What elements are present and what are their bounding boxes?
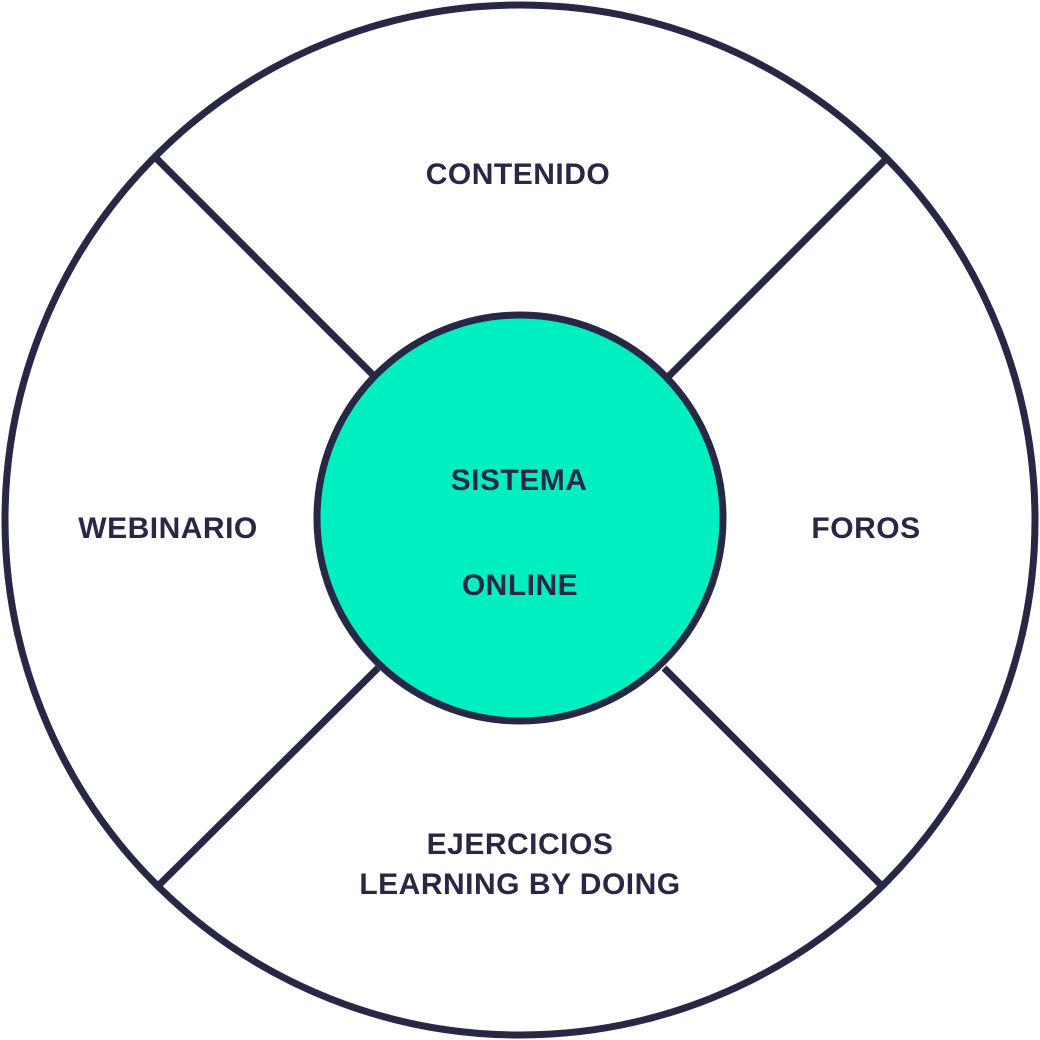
segment-label-bottom-line1: EJERCICIOS	[427, 828, 614, 861]
divider-bottom-left	[157, 665, 381, 887]
center-hub	[313, 311, 727, 725]
center-label-line2: ONLINE	[462, 569, 578, 602]
divider-top-right	[666, 157, 888, 379]
segment-label-bottom-line2: LEARNING BY DOING	[359, 868, 680, 901]
segment-label-left: WEBINARIO	[78, 512, 258, 545]
divider-top-left	[152, 154, 376, 378]
segment-label-right: FOROS	[811, 512, 920, 545]
center-label-line1: SISTEMA	[451, 464, 588, 497]
divider-bottom-right	[661, 665, 883, 887]
segment-label-top: CONTENIDO	[426, 158, 611, 191]
